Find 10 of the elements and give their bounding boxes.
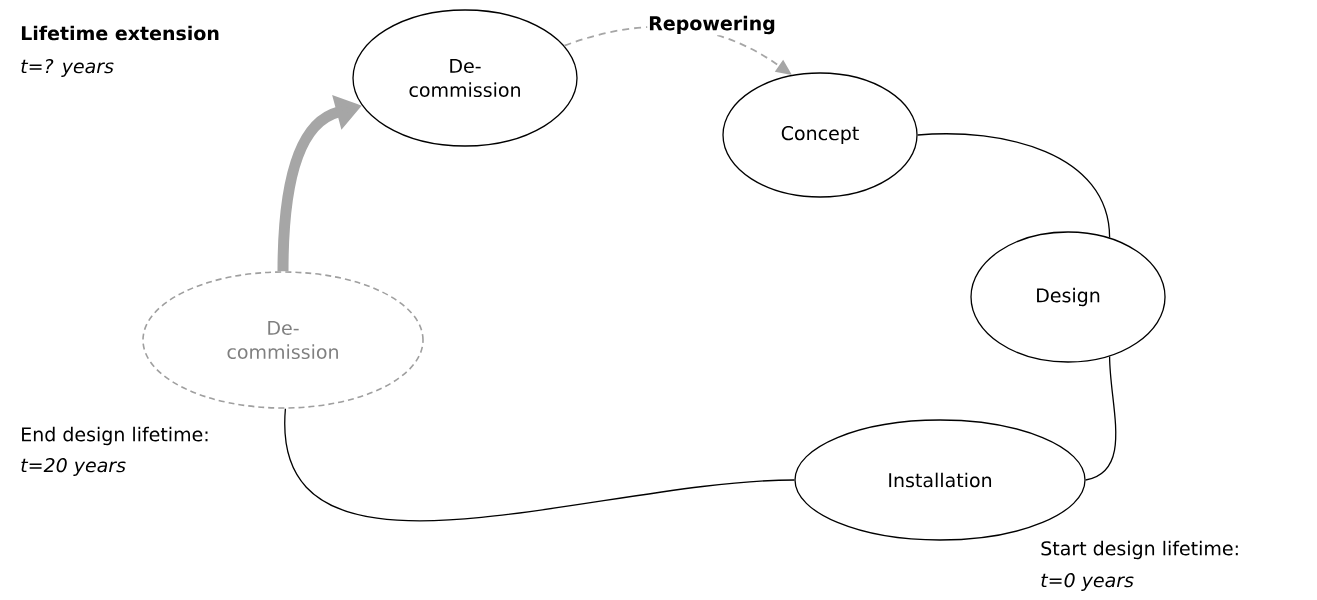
annotation-text: t=? years: [21, 59, 114, 78]
annotation-text: t=0 years: [1041, 573, 1134, 592]
annotation-text: End design lifetime:: [22, 426, 208, 446]
connector-line: [284, 408, 795, 522]
annotation-text: t=20 years: [21, 458, 126, 477]
connector-line: [1085, 355, 1117, 481]
edge-label: Repowering: [647, 14, 777, 36]
annotation-text: Start design lifetime:: [1041, 540, 1238, 560]
annotation-text: Lifetime extension: [21, 25, 219, 41]
connector-line: [917, 133, 1111, 239]
